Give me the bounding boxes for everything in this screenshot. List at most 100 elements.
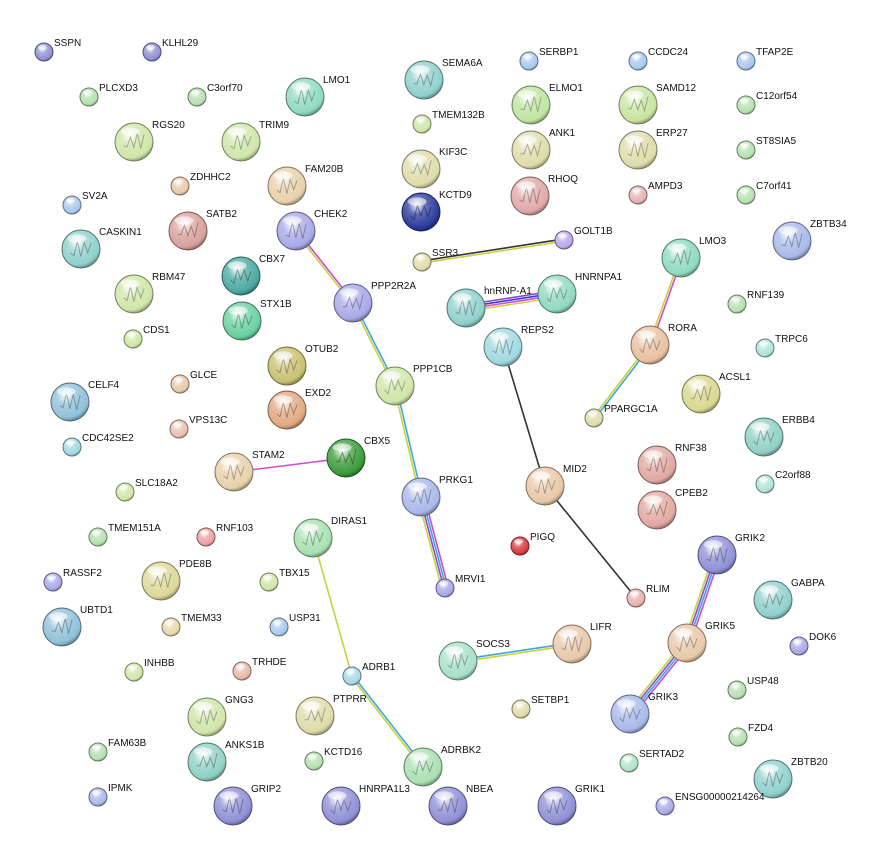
node-erp27[interactable]: ERP27 xyxy=(618,128,688,170)
node-dok6[interactable]: DOK6 xyxy=(789,632,837,656)
node-tmem132b[interactable]: TMEM132B xyxy=(412,110,485,134)
node-fzd4[interactable]: FZD4 xyxy=(728,723,773,747)
node-sv2a[interactable]: SV2A xyxy=(62,191,108,215)
node-hnrpa1l3[interactable]: HNRPA1L3 xyxy=(321,784,410,826)
node-ipmk[interactable]: IPMK xyxy=(88,783,133,807)
node-rassf2[interactable]: RASSF2 xyxy=(43,568,102,592)
node-gabpa[interactable]: GABPA xyxy=(753,578,825,620)
node-ppargc1a[interactable]: PPARGC1A xyxy=(584,404,658,428)
node-exd2[interactable]: EXD2 xyxy=(267,388,332,430)
node-lmo1[interactable]: LMO1 xyxy=(285,75,351,117)
node-ppp2r2a[interactable]: PPP2R2A xyxy=(333,281,416,323)
node-rbm47[interactable]: RBM47 xyxy=(114,272,186,314)
node-zbtb34[interactable]: ZBTB34 xyxy=(772,219,847,261)
node-fam20b[interactable]: FAM20B xyxy=(267,164,344,206)
node-golt1b[interactable]: GOLT1B xyxy=(554,226,613,250)
node-caskin1[interactable]: CASKIN1 xyxy=(61,227,142,269)
node-rgs20[interactable]: RGS20 xyxy=(114,120,185,162)
node-trim9[interactable]: TRIM9 xyxy=(221,120,289,162)
node-trpc6[interactable]: TRPC6 xyxy=(755,334,808,358)
node-rora[interactable]: RORA xyxy=(630,323,697,365)
node-stx1b[interactable]: STX1B xyxy=(222,299,292,341)
node-sema6a[interactable]: SEMA6A xyxy=(404,58,483,100)
node-glce[interactable]: GLCE xyxy=(170,370,218,394)
node-fam63b[interactable]: FAM63B xyxy=(88,738,147,762)
node-usp31[interactable]: USP31 xyxy=(269,613,321,637)
node-socs3[interactable]: SOCS3 xyxy=(438,639,510,681)
node-tfap2e[interactable]: TFAP2E xyxy=(736,47,794,71)
node-klhl29[interactable]: KLHL29 xyxy=(142,38,199,62)
node-ensg00000214264[interactable]: ENSG00000214264 xyxy=(655,792,765,816)
node-grik2[interactable]: GRIK2 xyxy=(697,533,765,575)
node-tbx15[interactable]: TBX15 xyxy=(259,568,310,592)
node-anks1b[interactable]: ANKS1B xyxy=(187,740,265,782)
node-c7orf41[interactable]: C7orf41 xyxy=(736,181,792,205)
node-cds1[interactable]: CDS1 xyxy=(123,325,170,349)
node-grik5[interactable]: GRIK5 xyxy=(667,621,735,663)
node-c2orf88[interactable]: C2orf88 xyxy=(755,470,811,494)
node-diras1[interactable]: DIRAS1 xyxy=(293,516,368,558)
node-hnrnp-a1[interactable]: hnRNP-A1 xyxy=(446,286,532,328)
node-ampd3[interactable]: AMPD3 xyxy=(628,181,683,205)
node-serbp1[interactable]: SERBP1 xyxy=(519,47,579,71)
node-ptprr[interactable]: PTPRR xyxy=(295,694,367,736)
node-reps2[interactable]: REPS2 xyxy=(483,325,554,367)
node-st8sia5[interactable]: ST8SIA5 xyxy=(736,136,796,160)
node-trhde[interactable]: TRHDE xyxy=(232,657,287,681)
node-setbp1[interactable]: SETBP1 xyxy=(511,695,570,719)
node-grip2[interactable]: GRIP2 xyxy=(213,784,281,826)
node-rlim[interactable]: RLIM xyxy=(626,584,670,608)
node-otub2[interactable]: OTUB2 xyxy=(267,344,339,386)
node-kctd9[interactable]: KCTD9 xyxy=(401,190,472,232)
node-ccdc24[interactable]: CCDC24 xyxy=(628,47,688,71)
node-hnrnpa1[interactable]: HNRNPA1 xyxy=(537,272,622,314)
node-lifr[interactable]: LIFR xyxy=(552,622,612,664)
node-nbea[interactable]: NBEA xyxy=(428,784,494,826)
node-stam2[interactable]: STAM2 xyxy=(214,450,285,492)
node-samd12[interactable]: SAMD12 xyxy=(618,83,696,125)
node-celf4[interactable]: CELF4 xyxy=(50,380,120,422)
node-inhbb[interactable]: INHBB xyxy=(124,658,175,682)
node-slc18a2[interactable]: SLC18A2 xyxy=(115,478,178,502)
node-rnf38[interactable]: RNF38 xyxy=(637,443,707,485)
node-ssr3[interactable]: SSR3 xyxy=(412,248,459,272)
node-c3orf70[interactable]: C3orf70 xyxy=(187,83,243,107)
node-acsl1[interactable]: ACSL1 xyxy=(681,372,751,414)
node-rnf103[interactable]: RNF103 xyxy=(196,523,254,547)
node-cdc42se2[interactable]: CDC42SE2 xyxy=(62,433,134,457)
node-tmem33[interactable]: TMEM33 xyxy=(161,613,222,637)
node-sertad2[interactable]: SERTAD2 xyxy=(619,749,685,773)
node-cpeb2[interactable]: CPEB2 xyxy=(637,488,708,530)
node-zbtb20[interactable]: ZBTB20 xyxy=(753,757,828,799)
node-rhoq[interactable]: RHOQ xyxy=(510,174,578,216)
node-ubtd1[interactable]: UBTD1 xyxy=(42,605,113,647)
node-chek2[interactable]: CHEK2 xyxy=(276,209,348,251)
node-tmem151a[interactable]: TMEM151A xyxy=(88,523,161,547)
node-adrbk2[interactable]: ADRBK2 xyxy=(403,745,481,787)
node-mid2[interactable]: MID2 xyxy=(525,464,587,506)
node-mrvi1[interactable]: MRVI1 xyxy=(435,574,486,598)
node-vps13c[interactable]: VPS13C xyxy=(169,415,227,439)
node-erbb4[interactable]: ERBB4 xyxy=(744,415,815,457)
node-adrb1[interactable]: ADRB1 xyxy=(342,662,396,686)
node-c12orf54[interactable]: C12orf54 xyxy=(736,91,798,115)
node-prkg1[interactable]: PRKG1 xyxy=(401,475,473,517)
node-plcxd3[interactable]: PLCXD3 xyxy=(79,83,138,107)
node-lmo3[interactable]: LMO3 xyxy=(661,236,727,278)
node-gng3[interactable]: GNG3 xyxy=(187,695,254,737)
node-zdhhc2[interactable]: ZDHHC2 xyxy=(170,172,231,196)
node-rnf139[interactable]: RNF139 xyxy=(727,290,785,314)
node-cbx5[interactable]: CBX5 xyxy=(326,436,391,478)
node-pigq[interactable]: PIGQ xyxy=(510,532,555,556)
node-elmo1[interactable]: ELMO1 xyxy=(511,83,583,125)
node-usp48[interactable]: USP48 xyxy=(727,676,779,700)
node-sspn[interactable]: SSPN xyxy=(34,38,81,62)
node-grik1[interactable]: GRIK1 xyxy=(537,784,605,826)
node-satb2[interactable]: SATB2 xyxy=(168,209,237,251)
node-kctd16[interactable]: KCTD16 xyxy=(304,747,363,771)
node-grik3[interactable]: GRIK3 xyxy=(610,692,678,734)
node-kif3c[interactable]: KIF3C xyxy=(401,147,467,189)
node-cbx7[interactable]: CBX7 xyxy=(221,254,286,296)
node-pde8b[interactable]: PDE8B xyxy=(141,559,212,601)
node-ank1[interactable]: ANK1 xyxy=(511,128,576,170)
